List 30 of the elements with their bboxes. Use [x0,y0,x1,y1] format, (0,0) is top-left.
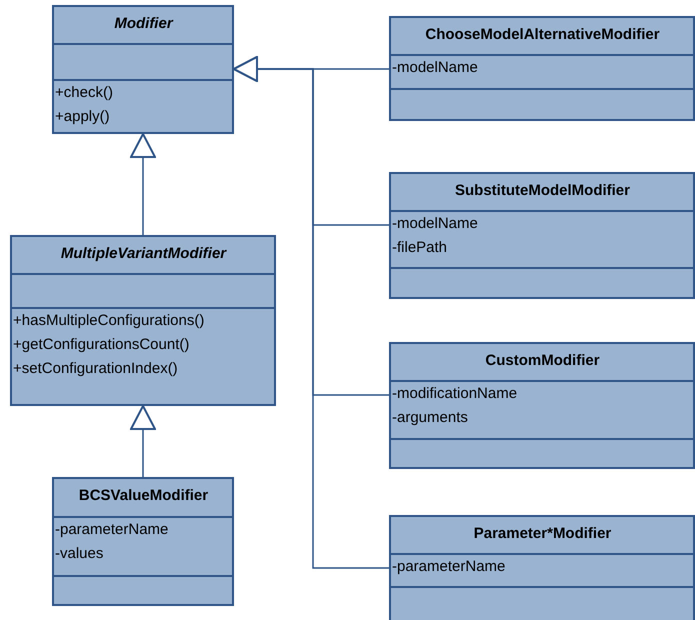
class-name: Parameter*Modifier [472,524,612,544]
class-name: SubstituteModelModifier [454,181,631,201]
inheritance-arrow [130,405,156,477]
class-box [389,172,695,299]
class-name: Modifier [113,14,174,34]
attribute-text: -modelName [391,58,479,78]
attribute-text: -modificationName [391,384,518,404]
class-box [10,235,276,406]
class-name: ChooseModelAlternativeModifier [424,25,661,45]
method-text: +getConfigurationsCount() [12,335,190,355]
method-text: +hasMultipleConfigurations() [12,311,206,331]
attribute-text: -parameterName [391,557,506,577]
class-box [389,515,695,620]
class-box [52,477,234,606]
method-text: +check() [54,83,114,103]
class-name: MultipleVariantModifier [60,244,228,264]
attribute-text: -modelName [391,214,479,234]
class-name: CustomModifier [484,351,601,371]
inheritance-arrow [233,56,389,569]
inheritance-arrow [130,133,156,235]
class-box [389,342,695,469]
attribute-text: -values [54,544,104,564]
method-text: +apply() [54,107,111,127]
attribute-text: -arguments [391,408,469,428]
attribute-text: -parameterName [54,520,170,540]
class-name: BCSValueModifier [78,486,210,506]
class-box [389,16,695,121]
method-text: +setConfigurationIndex() [12,359,179,379]
attribute-text: -filePath [391,238,448,258]
class-box [52,5,234,134]
